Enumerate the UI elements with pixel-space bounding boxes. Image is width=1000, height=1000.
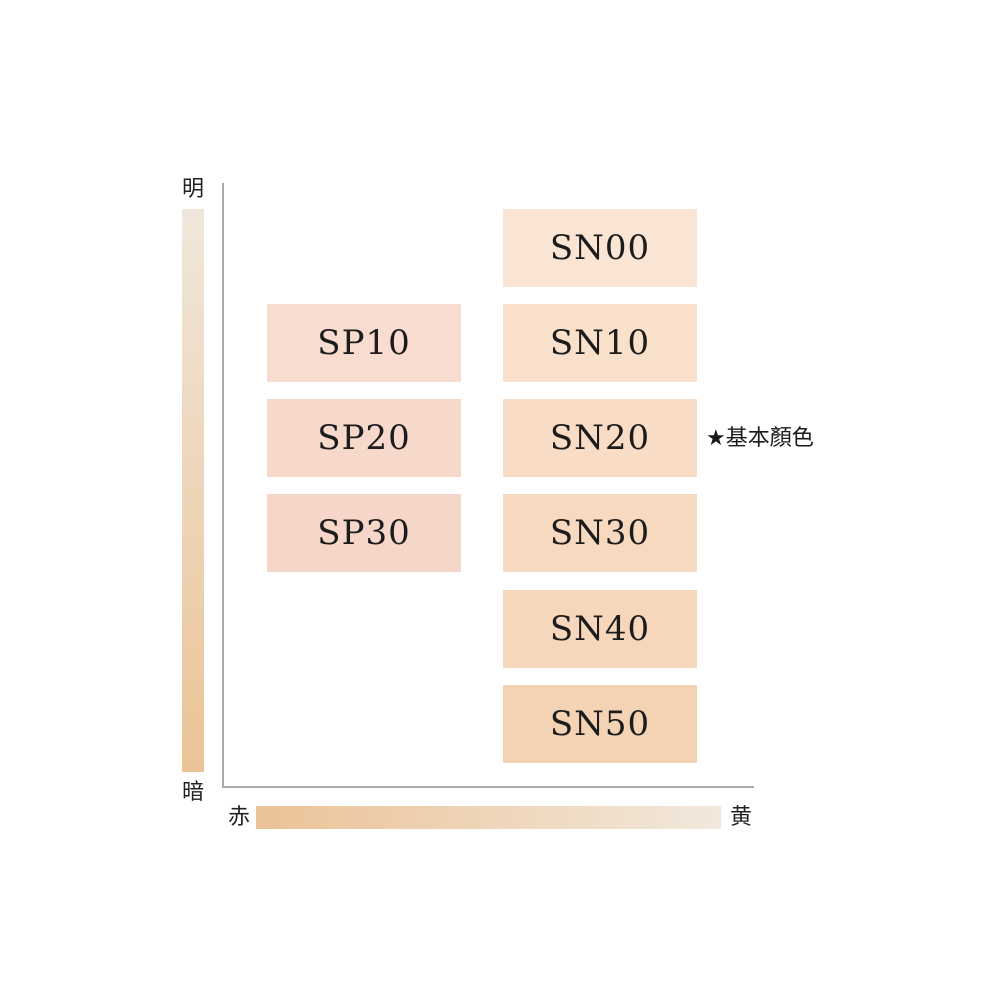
swatch-sn50: SN50 [503, 685, 697, 763]
axis-label-bright: 明 [181, 177, 204, 202]
axis-label-dark: 暗 [181, 780, 204, 805]
swatch-label: SN00 [549, 228, 651, 268]
swatch-sn00: SN00 [503, 209, 697, 287]
swatch-sn20: SN20 [503, 399, 697, 477]
swatch-sn40: SN40 [503, 590, 697, 668]
swatch-label: SP10 [317, 323, 411, 363]
swatch-sp10: SP10 [267, 304, 461, 382]
swatch-label: SP20 [317, 418, 411, 458]
swatch-label: SN40 [549, 609, 651, 649]
swatch-sn10: SN10 [503, 304, 697, 382]
swatch-sp20: SP20 [267, 399, 461, 477]
swatch-sp30: SP30 [267, 494, 461, 572]
axis-label-red: 赤 [227, 805, 250, 830]
swatch-label: SN30 [549, 513, 651, 553]
swatch-label: SN20 [549, 418, 651, 458]
axis-label-yellow: 黄 [729, 805, 752, 830]
swatch-sn30: SN30 [503, 494, 697, 572]
hue-gradient-bar [256, 806, 721, 829]
brightness-gradient-bar [182, 209, 204, 772]
x-axis-line [222, 786, 754, 788]
base-color-annotation: ★基本顏色 [706, 426, 814, 451]
swatch-label: SN10 [549, 323, 651, 363]
y-axis-line [222, 183, 224, 788]
swatch-label: SN50 [549, 704, 651, 744]
swatch-label: SP30 [317, 513, 411, 553]
